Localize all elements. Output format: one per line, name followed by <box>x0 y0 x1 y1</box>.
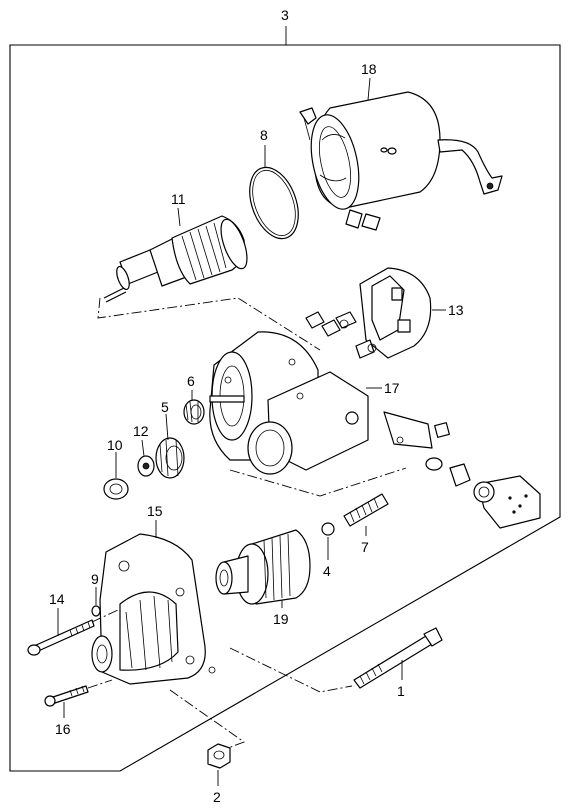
callout-19: 19 <box>273 611 289 627</box>
callout-16: 16 <box>55 721 71 737</box>
stud-alignment-line <box>229 647 353 693</box>
callout-18: 18 <box>361 61 377 77</box>
callout-7: 7 <box>361 539 369 555</box>
drive-housing[interactable] <box>91 533 216 685</box>
callout-4: 4 <box>323 563 331 579</box>
callout-8: 8 <box>260 127 268 143</box>
bearing[interactable] <box>103 478 129 500</box>
through-bolt[interactable] <box>27 619 95 656</box>
gear-retainer[interactable] <box>137 455 155 477</box>
callout-2: 2 <box>213 789 221 805</box>
callout-5-leader <box>165 413 169 441</box>
callout-6: 6 <box>187 373 195 389</box>
callout-11-leader <box>177 207 181 227</box>
cable-connector[interactable] <box>473 475 541 529</box>
stud-bolt[interactable] <box>353 627 443 689</box>
pinion-gear[interactable] <box>183 399 205 425</box>
short-bolt-alignment-line <box>87 679 113 689</box>
callout-17: 17 <box>384 380 400 396</box>
armature[interactable] <box>103 215 252 303</box>
solenoid-housing[interactable] <box>209 331 471 487</box>
callout-10: 10 <box>107 437 123 453</box>
bolt-alignment-line <box>91 609 119 623</box>
callout-14: 14 <box>49 591 65 607</box>
assembly-frame <box>9 44 561 772</box>
yoke-field-frame[interactable] <box>299 91 503 231</box>
callout-12: 12 <box>133 423 149 439</box>
washer[interactable] <box>91 605 101 617</box>
brush-holder[interactable] <box>305 267 432 359</box>
callout-3: 3 <box>281 7 289 23</box>
callout-18-leader <box>367 77 371 101</box>
housing-alignment-line <box>229 467 407 497</box>
callout-5: 5 <box>161 399 169 415</box>
callout-11: 11 <box>171 191 186 207</box>
callout-12-leader <box>141 439 145 457</box>
armature-alignment-line <box>97 297 321 351</box>
callout-9: 9 <box>91 571 99 587</box>
o-ring[interactable] <box>241 161 308 246</box>
callout-1: 1 <box>397 683 405 699</box>
steel-ball[interactable] <box>321 522 335 536</box>
callout-13: 13 <box>448 302 464 318</box>
callout-15: 15 <box>147 503 163 519</box>
idler-gear[interactable] <box>155 437 185 479</box>
overrunning-clutch[interactable] <box>215 529 311 605</box>
mounting-bolt[interactable] <box>44 685 89 707</box>
flange-nut[interactable] <box>207 743 231 769</box>
return-spring[interactable] <box>343 493 389 527</box>
nut-alignment-line <box>169 689 245 749</box>
